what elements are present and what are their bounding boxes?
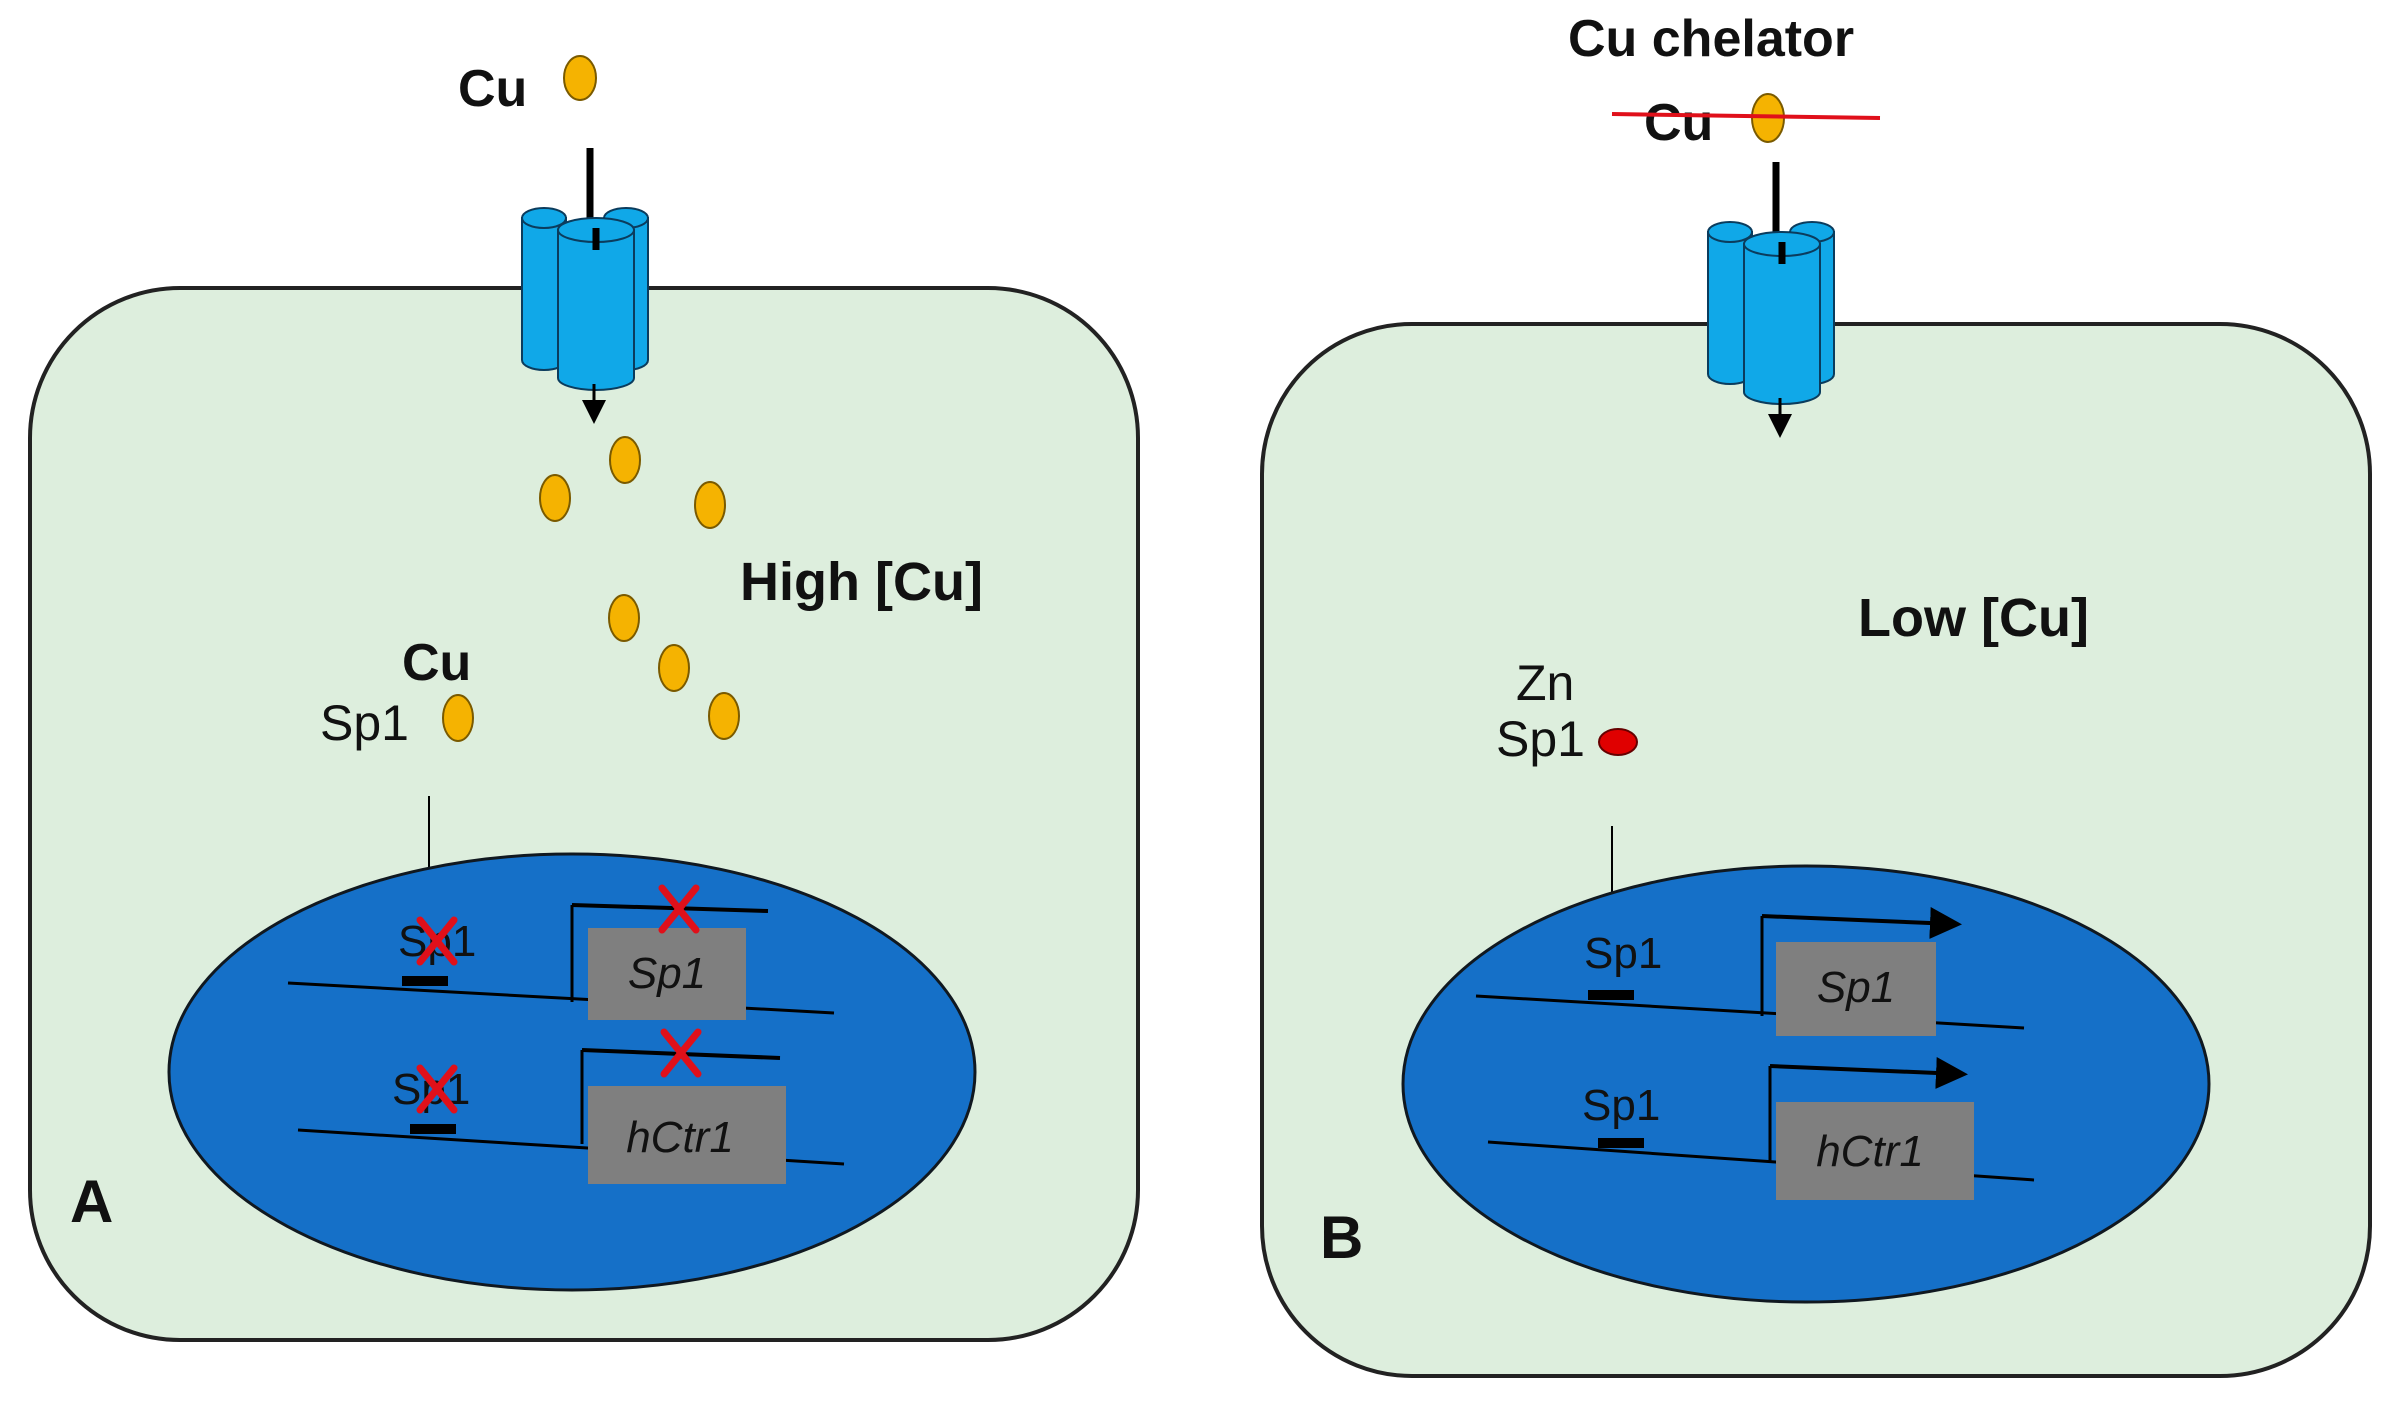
factor-label-a: Sp1: [320, 695, 409, 751]
gene1-label-a: Sp1: [628, 949, 706, 998]
binding-site: [410, 1124, 456, 1134]
factor-label-b: Sp1: [1496, 711, 1585, 767]
transcription-arrow: [571, 903, 769, 913]
transcription-arrow: [1769, 1057, 1968, 1089]
transcription-arrow: [1761, 907, 1962, 939]
inhibition-crosses: [416, 884, 702, 1114]
binding-site: [402, 976, 448, 986]
site2-label-b: Sp1: [1582, 1081, 1660, 1130]
site1-label-b: Sp1: [1584, 929, 1662, 978]
bound-metal-label-a: Cu: [402, 634, 471, 692]
outside-cu-label: Cu: [458, 60, 527, 118]
bound-copper-ion: [442, 694, 474, 742]
panel-letter-a: A: [70, 1168, 113, 1235]
site2-label-a: Sp1: [392, 1065, 470, 1114]
panel-letter-b: B: [1320, 1204, 1363, 1271]
strike-through-line: [1611, 112, 1881, 120]
copper-channel-a: [521, 207, 649, 391]
intracellular-copper-ions: [539, 436, 740, 740]
chelator-label: Cu chelator: [1568, 10, 1854, 68]
gene-box-sp1: [588, 928, 746, 1020]
concentration-label-b: Low [Cu]: [1858, 588, 2089, 648]
copper-channel-b: [1707, 221, 1835, 405]
gene1-label-b: Sp1: [1817, 963, 1895, 1012]
gene-box-hctr1: [1776, 1102, 1974, 1200]
blocked-cu-label: Cu: [1644, 94, 1713, 152]
gene2-label-b: hCtr1: [1816, 1127, 1924, 1176]
concentration-label-a: High [Cu]: [740, 552, 983, 612]
binding-site: [1598, 1138, 1644, 1148]
copper-ion: [563, 55, 597, 101]
bound-metal-label-b: Zn: [1516, 655, 1574, 711]
zinc-ion: [1598, 728, 1638, 756]
binding-site: [1588, 990, 1634, 1000]
nucleus-b: [1401, 864, 2211, 1304]
panel-a: Cu High [Cu] Cu Sp1: [28, 55, 1140, 1342]
panel-b: Cu chelator Cu Low [Cu] Zn Sp1 Sp1: [1260, 10, 2372, 1378]
gene-box-hctr1: [588, 1086, 786, 1184]
gene2-label-a: hCtr1: [626, 1113, 734, 1162]
gene-box-sp1: [1776, 942, 1936, 1036]
